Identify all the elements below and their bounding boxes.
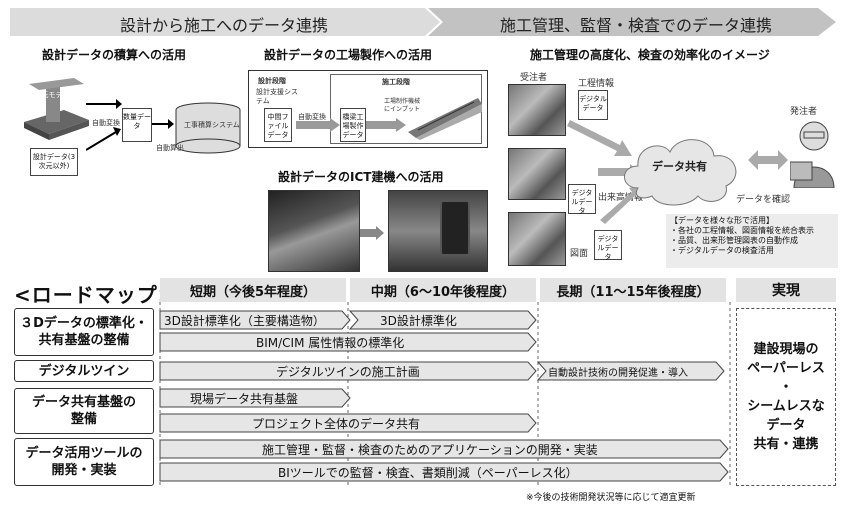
period-short: 短期（今後5年程度） <box>160 278 346 302</box>
fabrication-data-doc: 橋梁工場製作データ <box>340 108 366 142</box>
bar-twin <box>159 361 537 381</box>
quantity-doc: 数量データ <box>122 108 152 142</box>
header-banner <box>10 8 836 36</box>
auto-calc-label: 自動算出 <box>156 144 184 152</box>
factory-title: 設計データの工場製作への活用 <box>264 48 433 62</box>
arrow-icon <box>366 118 406 132</box>
bar-app-dev <box>159 439 729 459</box>
footnote: ※今後の技術開発状況等に応じて適宜更新 <box>526 493 696 503</box>
realization-line: 共有・連携 <box>753 437 819 452</box>
usage-note: ・各社の工程情報、図面情報を統合表示 <box>670 226 814 235</box>
worker-photo-1 <box>508 84 566 136</box>
bar-project-share-label: プロジェクト全体のデータ共有 <box>252 417 421 431</box>
worker-photo-3 <box>508 212 566 266</box>
row-label-line: データ共有基盤の <box>31 395 136 410</box>
bidirectional-arrow-icon <box>748 150 788 170</box>
schedule-info-label: 工程情報 <box>578 79 615 89</box>
header-right-title: 施工管理、監督・検査でのデータ連携 <box>500 16 773 35</box>
auto-convert-label: 自動変換 <box>92 119 120 127</box>
bar-auto-design-label: 自動設計技術の開発促進・導入 <box>548 368 688 379</box>
realization-line: ペーパーレス <box>747 361 825 376</box>
bar-site-share-label: 現場データ共有基盤 <box>190 392 299 406</box>
estimation-title: 設計データの積算への活用 <box>42 48 187 62</box>
usage-note: ・品質、出来形管理図表の自動作成 <box>670 236 798 245</box>
as-built-label: 出来高情報 <box>598 193 644 203</box>
design-stage-label: 設計段階 <box>258 77 286 85</box>
design-data-doc: 設計データ(3次元以外) <box>30 148 78 176</box>
realization-line: シームレスな <box>747 399 825 414</box>
bar-std-struct <box>159 310 351 330</box>
worker-photo-2 <box>508 148 566 200</box>
row-label-line: 共有基盤の整備 <box>38 333 130 348</box>
bar-std-struct-label: 3D設計標準化（主要構造物） <box>164 314 325 328</box>
arrow-icon <box>360 226 384 240</box>
cloud-icon <box>624 139 737 206</box>
bar-bim-label: BIM/CIM 属性情報の標準化 <box>256 336 405 350</box>
row-label-data-sharing: データ共有基盤の 整備 <box>14 388 154 434</box>
row-label-line: ３Dデータの標準化・ <box>20 316 148 331</box>
bar-bi-label: BIツールでの監督・検査、書類削減（ペーパーレス化） <box>278 466 578 480</box>
period-long: 長期（11〜15年後程度） <box>540 278 726 302</box>
row-label-digital-twin: デジタルツイン <box>14 360 154 382</box>
bar-bi <box>159 462 729 482</box>
realization-box: 建設現場の ペーパーレス ・ シームレスな データ 共有・連携 <box>736 308 836 486</box>
digital-data-doc-1: デジタルデータ <box>578 90 608 120</box>
digital-data-doc-3: デジタルデータ <box>594 230 622 261</box>
tablet-device <box>440 200 470 256</box>
realization-line: 建設現場の <box>753 342 819 357</box>
period-mid: 中期（6〜10年後程度） <box>350 278 536 302</box>
ict-title: 設計データのICT建機への活用 <box>278 170 444 184</box>
arrow-icon <box>152 119 174 129</box>
intermediate-file-doc: 中間ファイルデータ <box>264 108 292 142</box>
row-label-line: 開発・実装 <box>51 463 117 478</box>
bar-twin-label: デジタルツインの施工計画 <box>276 365 420 379</box>
period-realize: 実現 <box>736 278 836 302</box>
row-label-3d-standardization: ３Dデータの標準化・ 共有基盤の整備 <box>14 308 154 356</box>
bar-bim <box>159 332 537 352</box>
3d-model-figure <box>24 78 89 140</box>
cloud-label: データ共有 <box>652 160 707 173</box>
contractor-label: 受注者 <box>520 73 548 83</box>
roadmap-title: <ロードマップ> <box>14 283 176 307</box>
client-label: 発注者 <box>790 107 818 117</box>
digital-data-doc-2: デジタルデータ <box>568 184 596 215</box>
header-left-title: 設計から施工へのデータ連携 <box>120 16 329 35</box>
estimation-system-label: 工事積算システム <box>184 121 240 129</box>
input-label: 工場制作機械にインプット <box>384 98 421 113</box>
bar-site-share <box>159 388 351 408</box>
realization-line: データ <box>766 418 806 433</box>
row-label-line: データ活用ツールの <box>25 446 143 461</box>
database-icon <box>175 102 241 154</box>
usage-note: ・デジタルデータの検査活用 <box>670 246 774 255</box>
construction-stage-label: 施工段階 <box>382 78 410 86</box>
bar-std-label: 3D設計標準化 <box>380 314 457 328</box>
drawing-label: 図面 <box>570 249 589 259</box>
ict-screen-image <box>268 190 360 272</box>
usage-note: 【データを様々な形で活用】 <box>670 216 774 225</box>
row-label-line: デジタルツイン <box>38 363 130 379</box>
model-label: 3次元モデル <box>30 91 70 99</box>
management-title: 施工管理の高度化、検査の効率化のイメージ <box>530 48 770 62</box>
factory-panel <box>248 70 488 148</box>
design-support-label: 設計支援システム <box>256 88 298 105</box>
flow-arrows <box>86 99 122 151</box>
arrow-icon <box>296 118 340 132</box>
confirm-label: データを確認 <box>736 195 791 205</box>
client-person-icon <box>790 121 835 188</box>
row-label-line: 整備 <box>70 412 97 427</box>
bar-app-dev-label: 施工管理・監督・検査のためのアプリケーションの開発・実装 <box>262 443 598 457</box>
factory-auto-convert: 自動変換 <box>298 113 326 121</box>
usage-notes-panel: 【データを様々な形で活用】 ・各社の工程情報、図面情報を統合表示 ・品質、出来形… <box>666 214 838 268</box>
bar-std <box>348 310 537 330</box>
row-label-data-tools: データ活用ツールの 開発・実装 <box>14 438 154 486</box>
ict-machine-image <box>388 190 488 272</box>
bridge-image <box>408 98 482 140</box>
bar-project-share <box>159 413 537 433</box>
realization-line: ・ <box>779 380 793 395</box>
bar-auto-design <box>536 361 725 381</box>
